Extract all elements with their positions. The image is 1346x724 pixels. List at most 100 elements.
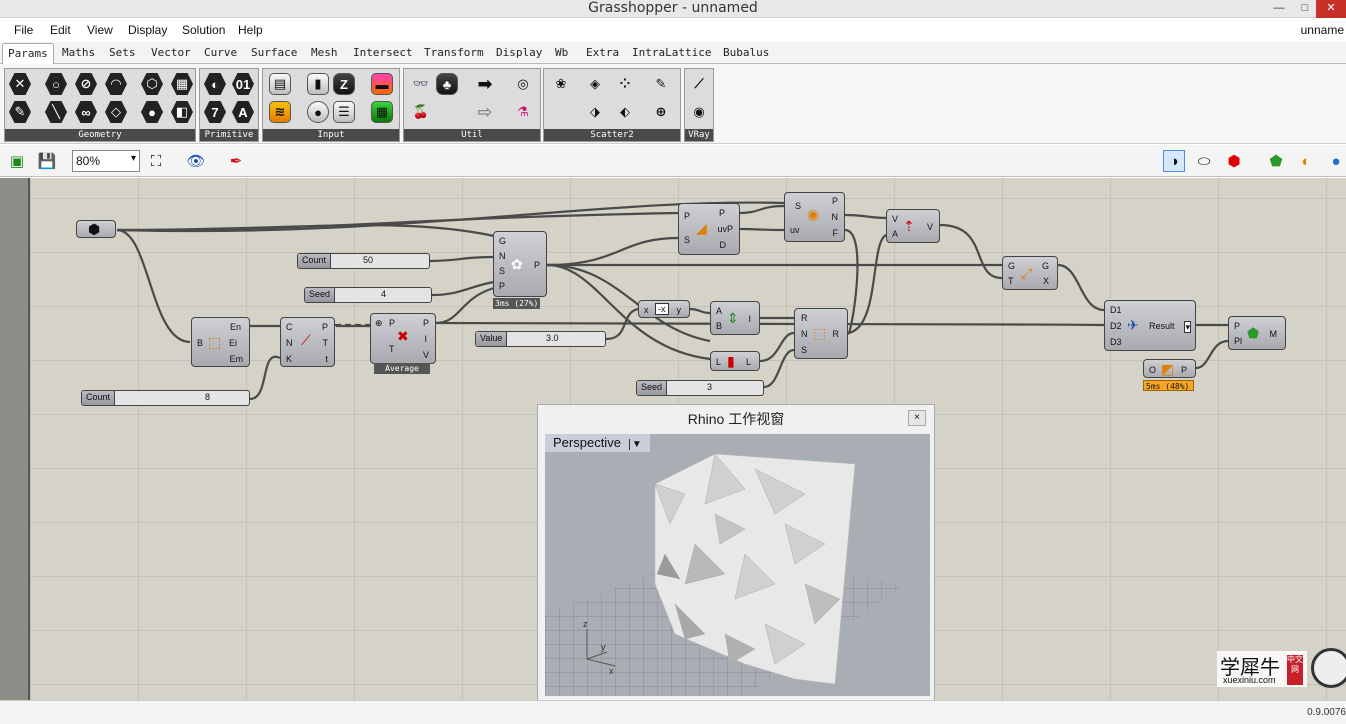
save-file-icon[interactable]: 💾	[37, 153, 57, 170]
menu-solution[interactable]: Solution	[182, 23, 226, 37]
scatter-rotate-icon[interactable]: ⬖	[620, 104, 630, 119]
tab-sets[interactable]: Sets	[109, 46, 136, 59]
tab-vector[interactable]: Vector	[151, 46, 191, 59]
vray-render-icon[interactable]: ◉	[693, 104, 705, 119]
hex-text-icon[interactable]: A	[232, 101, 254, 123]
preview-wire-icon[interactable]: ◑	[1163, 150, 1185, 172]
tab-intersect[interactable]: Intersect	[353, 46, 413, 59]
jitter-node[interactable]: L ▮ L	[710, 351, 760, 371]
sketch-pen-icon[interactable]: ✒	[229, 153, 243, 170]
deconstruct-brep-node[interactable]: B ⬚ En Ei Em	[191, 317, 250, 367]
button-icon[interactable]: ●	[307, 101, 329, 123]
minimize-button[interactable]: —	[1273, 2, 1285, 14]
menu-view[interactable]: View	[87, 23, 113, 37]
sphere-icon[interactable]: ●	[1331, 152, 1341, 170]
hex-sphere-icon[interactable]: ●	[141, 101, 163, 123]
tab-curve[interactable]: Curve	[204, 46, 238, 59]
perspective-viewport[interactable]: z y x Perspective▼	[545, 434, 930, 696]
result-node[interactable]: D1 D2 D3 ✈ Result ▾	[1104, 300, 1196, 351]
mesh-node[interactable]: P Pl ⬟ M	[1228, 316, 1286, 350]
tab-wb[interactable]: Wb	[555, 46, 569, 59]
tab-params[interactable]: Params	[2, 43, 54, 64]
hex-cube-icon[interactable]: ◧	[171, 101, 193, 123]
preview-shaded-icon[interactable]: ⬭	[1197, 152, 1211, 170]
arrow-right-icon[interactable]: ➡	[477, 73, 493, 94]
xz-plane-node[interactable]: O ◩ P	[1143, 359, 1196, 378]
expand-icon[interactable]: ▾	[1184, 321, 1191, 333]
tab-mesh[interactable]: Mesh	[311, 46, 338, 59]
close-button[interactable]: ✕	[1316, 0, 1346, 18]
negative-node[interactable]: x -x y	[638, 300, 690, 318]
canvas-navigation-knob-icon[interactable]	[1311, 648, 1346, 688]
seed-slider-2[interactable]: Seed 3	[636, 380, 764, 396]
preview-eye-icon[interactable]: 👁	[186, 153, 206, 170]
hex-boolean-icon[interactable]: ◐	[204, 73, 226, 95]
hex-box-icon[interactable]: ⬡	[141, 73, 163, 95]
paw-icon[interactable]: ❀	[555, 76, 567, 91]
amplitude-node[interactable]: V A ⇡ V	[886, 209, 940, 243]
move-node[interactable]: G T ⤢ G X	[1002, 256, 1058, 290]
tab-extra[interactable]: Extra	[586, 46, 620, 59]
scatter-grid-icon[interactable]: ⁘	[619, 76, 631, 91]
seed-slider[interactable]: Seed 4	[304, 287, 432, 303]
menu-edit[interactable]: Edit	[50, 23, 71, 37]
count-slider[interactable]: Count 50	[297, 253, 430, 269]
rhino-viewport-window[interactable]: Rhino 工作视窗 ×	[537, 404, 935, 702]
tab-surface[interactable]: Surface	[251, 46, 298, 59]
tab-intralattice[interactable]: IntraLattice	[632, 46, 712, 59]
hex-link-icon[interactable]: ∞	[75, 101, 97, 123]
scatter-move-icon[interactable]: ⬗	[590, 104, 600, 119]
tab-transform[interactable]: Transform	[424, 46, 484, 59]
arrow-outline-icon[interactable]: ⇨	[477, 101, 493, 122]
count-slider-2[interactable]: Count 8	[81, 390, 250, 406]
toggle-icon[interactable]: ▮	[307, 73, 329, 95]
value-list-icon[interactable]: ☰	[333, 101, 355, 123]
tab-bubalus[interactable]: Bubalus	[723, 46, 770, 59]
chevron-down-icon[interactable]: ▼	[628, 439, 642, 450]
average-node[interactable]: ⊕ P T ✖ P I V	[370, 313, 436, 364]
maximize-button[interactable]: □	[1301, 2, 1309, 14]
rhino-close-button[interactable]: ×	[908, 410, 926, 426]
gradient-icon[interactable]: ▬	[371, 73, 393, 95]
hex-binary-icon[interactable]: 01	[232, 73, 254, 95]
panel-icon[interactable]: ▤	[269, 73, 291, 95]
zoom-select[interactable]: 80% ▾	[72, 150, 140, 172]
random-node[interactable]: R N S ⬚ R	[794, 308, 848, 359]
hex-line-icon[interactable]: ╲	[45, 101, 67, 123]
construct-domain-node[interactable]: A B ⇕ I	[710, 301, 760, 335]
tree-icon[interactable]: ♣	[436, 73, 458, 95]
menu-file[interactable]: File	[14, 23, 34, 37]
flask-icon[interactable]: ⚗	[517, 104, 529, 119]
hex-number-icon[interactable]: 7	[204, 101, 226, 123]
hex-grid-icon[interactable]: ▦	[171, 73, 193, 95]
vray-tool-icon[interactable]: ⟋	[694, 76, 704, 91]
document-preview-icon[interactable]: ◐	[1301, 152, 1311, 170]
scatter-line-icon[interactable]: ✎	[655, 76, 667, 91]
cherry-icon[interactable]: 🍒	[412, 104, 430, 119]
populate-geometry-node[interactable]: G N S P ✿ P	[493, 231, 547, 297]
open-file-icon[interactable]: ▣	[9, 153, 25, 170]
glasses-icon[interactable]: 👓	[412, 76, 430, 91]
geometry-param-node[interactable]: ⬢	[76, 220, 116, 238]
preview-selected-icon[interactable]: ⬢	[1227, 153, 1241, 170]
zoom-extents-icon[interactable]: ⛶	[150, 152, 162, 170]
menu-help[interactable]: Help	[238, 23, 263, 37]
hex-arc-icon[interactable]: ◠	[105, 73, 127, 95]
scatter-orient-icon[interactable]: ⊕	[655, 104, 667, 119]
mesh-settings-icon[interactable]: ⬟	[1269, 153, 1283, 170]
data-dam-icon[interactable]: ◎	[517, 76, 529, 91]
evaluate-surface-node[interactable]: S uv ◉ P N F	[784, 192, 845, 242]
tab-maths[interactable]: Maths	[62, 46, 96, 59]
surface-closest-point-node[interactable]: P S ◢ P uvP D	[678, 203, 740, 255]
graph-mapper-icon[interactable]: ≋	[269, 101, 291, 123]
hex-circle-icon[interactable]: ○	[45, 73, 67, 95]
hex-clip-icon[interactable]: ⊘	[75, 73, 97, 95]
divide-curve-node[interactable]: C N K ⟋ P T t	[280, 317, 335, 367]
hex-pencil-icon[interactable]: ✎	[9, 101, 31, 123]
viewport-label[interactable]: Perspective▼	[545, 434, 650, 452]
tab-display[interactable]: Display	[496, 46, 543, 59]
menu-display[interactable]: Display	[128, 23, 168, 37]
value-slider[interactable]: Value 3.0	[475, 331, 606, 347]
colour-swatch-icon[interactable]: ▦	[371, 101, 393, 123]
number-slider-icon[interactable]: Z	[333, 73, 355, 95]
